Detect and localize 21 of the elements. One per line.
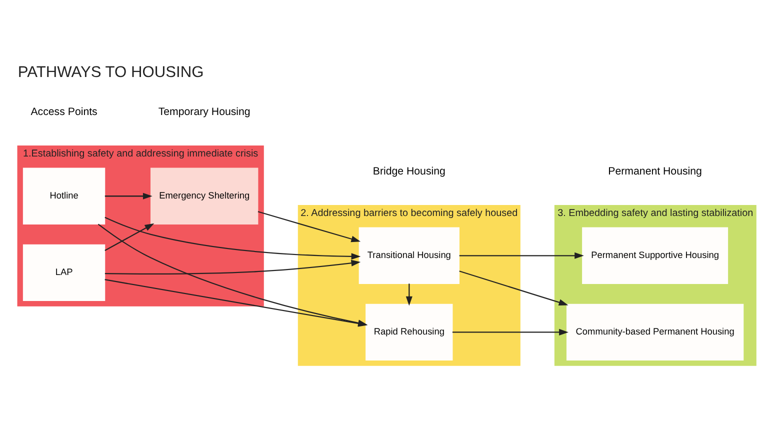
arrow <box>104 192 152 199</box>
arrow <box>452 328 568 335</box>
node-box: Community-based Permanent Housing <box>566 303 744 360</box>
node-box: Permanent Supportive Housing <box>582 226 728 284</box>
label: Bridge Housing <box>372 165 446 178</box>
label: Temporary Housing <box>158 105 250 118</box>
node-box: Emergency Sheltering <box>150 167 258 224</box>
label: Access Points <box>30 105 98 118</box>
arrow <box>459 270 568 306</box>
node-box: Rapid Rehousing <box>366 303 453 360</box>
label: Permanent Housing <box>608 165 702 178</box>
arrow <box>406 283 412 306</box>
arrow <box>459 252 584 258</box>
arrow <box>104 216 361 260</box>
arrow <box>104 259 361 274</box>
node-box: LAP <box>22 244 106 300</box>
node-box: Hotline <box>22 167 106 224</box>
arrow <box>104 222 154 251</box>
diagram-title: PATHWAYS TO HOUSING <box>18 64 204 81</box>
node-box: Transitional Housing <box>358 226 460 284</box>
arrow <box>258 210 361 242</box>
